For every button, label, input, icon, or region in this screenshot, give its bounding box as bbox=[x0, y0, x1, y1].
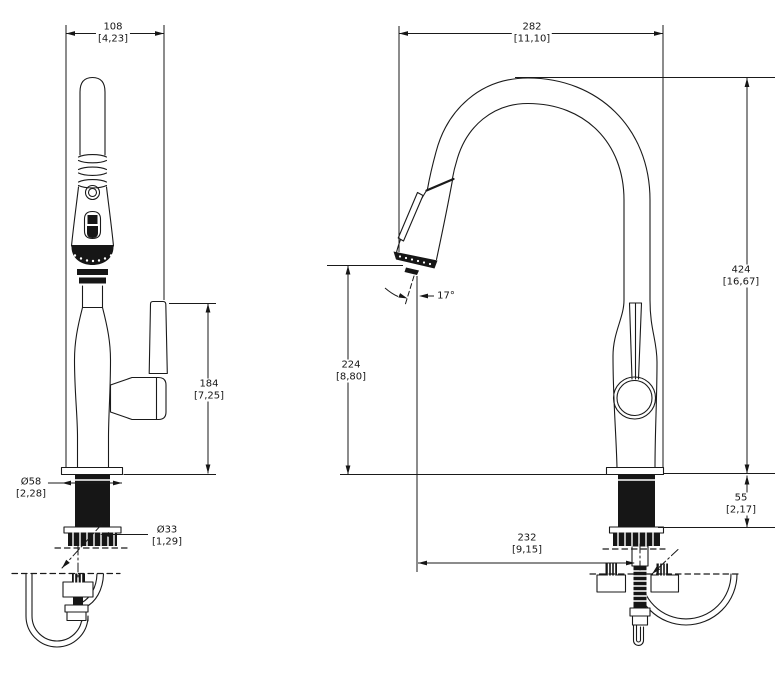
dim-label-spray-angle: 17° bbox=[435, 290, 457, 302]
dim-label-max-deck-thickness: 55 [2,17] bbox=[723, 492, 759, 516]
dim-value-in: [2,17] bbox=[725, 504, 757, 515]
side-head-seam bbox=[425, 177, 455, 192]
front-spray-face-dots bbox=[73, 254, 113, 263]
side-faucet-dark-parts bbox=[393, 251, 668, 608]
front-faucet-dark-parts bbox=[68, 215, 117, 605]
dim-value-mm: 424 bbox=[731, 264, 751, 276]
dim-value-mm: 184 bbox=[199, 378, 219, 390]
dim-value-mm: 282 bbox=[522, 21, 542, 33]
front-dimension-lines bbox=[46, 25, 216, 535]
front-white-detail-lines bbox=[72, 479, 115, 583]
dim-value-deg: 17° bbox=[437, 290, 455, 302]
dim-label-spout-clearance: 224 [8,80] bbox=[333, 359, 369, 383]
dim-value-in: [2,28] bbox=[15, 488, 47, 499]
front-faucet-outline bbox=[25, 76, 159, 648]
side-faucet-white-parts bbox=[397, 191, 680, 626]
dim-label-base-diameter: Ø58 [2,28] bbox=[13, 476, 49, 500]
dim-label-overall-reach: 282 [11,10] bbox=[511, 21, 553, 45]
side-counter-dashed-lines bbox=[589, 548, 743, 575]
dim-value-mm: Ø33 bbox=[156, 524, 178, 536]
front-centerline-dashdot bbox=[61, 523, 103, 581]
dim-value-mm: 108 bbox=[103, 21, 123, 33]
dim-label-handle-height: 184 [7,25] bbox=[191, 378, 227, 402]
side-dimension-lines bbox=[327, 25, 775, 572]
front-counter-dashed-lines bbox=[11, 547, 131, 575]
dim-label-shank-diameter: Ø33 [1,29] bbox=[149, 524, 185, 548]
front-view-drawing bbox=[11, 76, 168, 648]
side-view-drawing bbox=[393, 77, 743, 646]
side-faucet-outline bbox=[395, 77, 738, 646]
dim-value-in: [4,23] bbox=[97, 33, 129, 44]
dim-label-overall-height: 424 [16,67] bbox=[720, 264, 762, 288]
dim-value-in: [8,80] bbox=[335, 371, 367, 382]
dim-value-in: [1,29] bbox=[151, 536, 183, 547]
dim-value-mm: 224 bbox=[341, 359, 361, 371]
dim-label-head-width: 108 [4,23] bbox=[95, 21, 131, 45]
dim-value-in: [11,10] bbox=[513, 33, 551, 44]
side-spray-face-dots bbox=[398, 255, 432, 266]
dim-value-in: [7,25] bbox=[193, 390, 225, 401]
dim-label-spout-reach-to-center: 232 [9,15] bbox=[509, 532, 545, 556]
side-spray-angle-axis bbox=[404, 275, 415, 307]
front-view-dimensions bbox=[46, 25, 216, 569]
dim-value-in: [9,15] bbox=[511, 544, 543, 555]
dim-value-in: [16,67] bbox=[722, 276, 760, 287]
front-faucet-white-parts bbox=[60, 300, 168, 622]
dim-value-mm: 232 bbox=[517, 532, 537, 544]
side-view-dimensions bbox=[327, 25, 775, 575]
dim-value-mm: Ø58 bbox=[20, 476, 42, 488]
dim-value-mm: 55 bbox=[734, 492, 748, 504]
